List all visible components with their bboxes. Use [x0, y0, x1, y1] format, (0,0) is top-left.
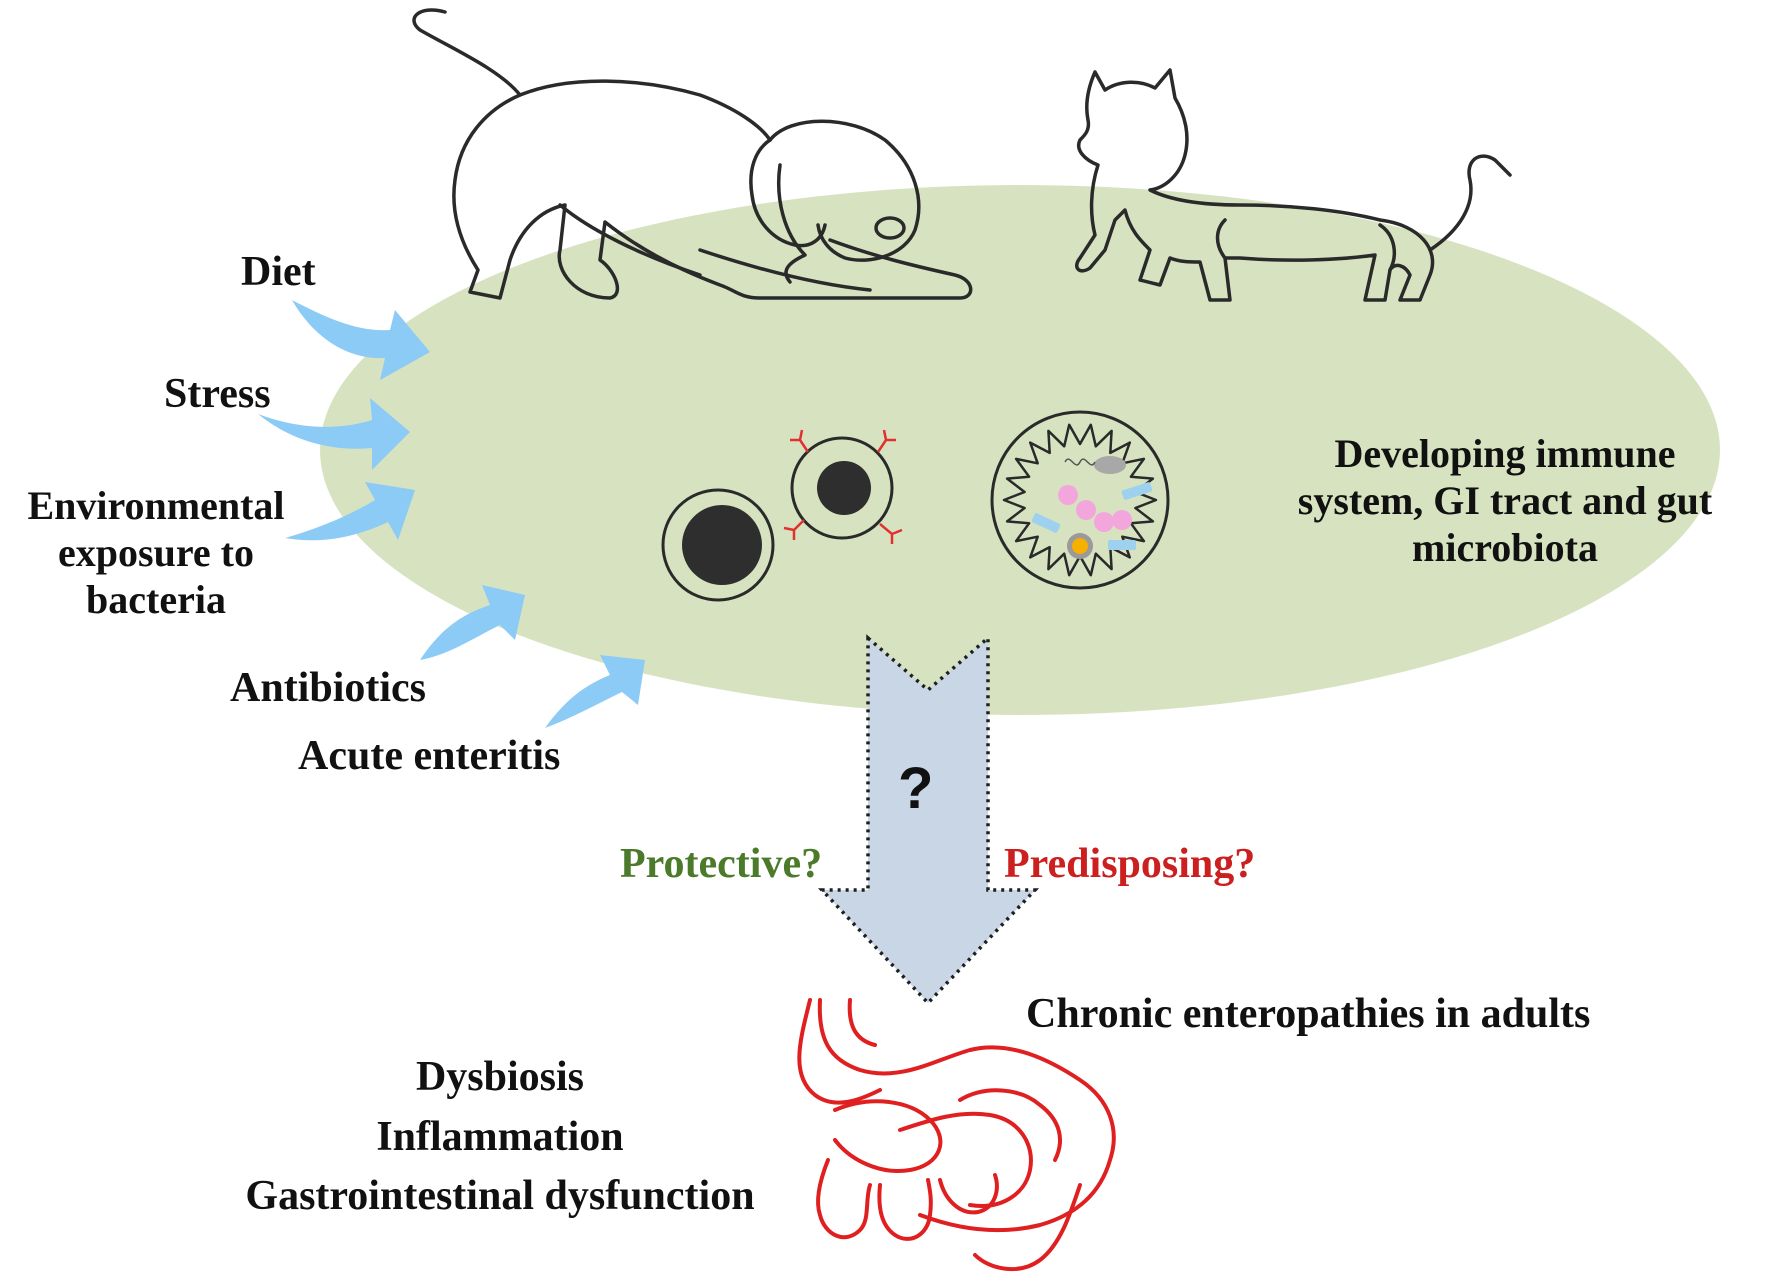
- environmental-arrow: [285, 482, 415, 541]
- intestine-icon: [797, 998, 1116, 1272]
- outcome-title: Chronic enteropathies in adults: [1026, 991, 1591, 1037]
- immune-cells: [661, 429, 903, 602]
- kitten-icon: [1075, 68, 1512, 302]
- question-mark: ?: [898, 756, 934, 821]
- enteritis-arrow: [545, 655, 645, 728]
- diet-arrow: [292, 300, 430, 380]
- puppy-icon: [412, 8, 973, 300]
- development-ellipse: [320, 185, 1720, 715]
- influence-label-enteritis: Acute enteritis: [298, 733, 561, 779]
- stress-arrow: [258, 398, 410, 470]
- influence-label-antibiotics: Antibiotics: [230, 665, 427, 711]
- influence-label-stress: Stress: [164, 371, 271, 417]
- immune-cell-nucleus: [682, 505, 762, 585]
- protective-label: Protective?: [620, 841, 823, 887]
- b-cell-nucleus: [817, 461, 871, 515]
- immune-cell-large: [661, 488, 775, 602]
- developing-systems-label: Developing immune system, GI tract and g…: [1297, 431, 1713, 571]
- gut-cross-section-icon: [990, 410, 1170, 590]
- outcome-item: Dysbiosis: [415, 1054, 585, 1100]
- antibody-icons: [783, 429, 903, 544]
- influence-label-diet: Diet: [241, 249, 316, 295]
- outcome-item: Gastrointestinal dysfunction: [245, 1173, 755, 1220]
- predisposing-label: Predisposing?: [1004, 841, 1256, 887]
- influence-label-environmental: Environmental exposure to bacteria: [27, 483, 285, 623]
- b-cell: [790, 436, 894, 540]
- development-outcome-arrow: [817, 634, 1040, 1006]
- outcome-item: Inflammation: [376, 1113, 624, 1160]
- antibiotics-arrow: [420, 585, 525, 660]
- outcome-list: Dysbiosis Inflammation Gastrointestinal …: [200, 1048, 800, 1227]
- influence-arrows: [258, 300, 645, 728]
